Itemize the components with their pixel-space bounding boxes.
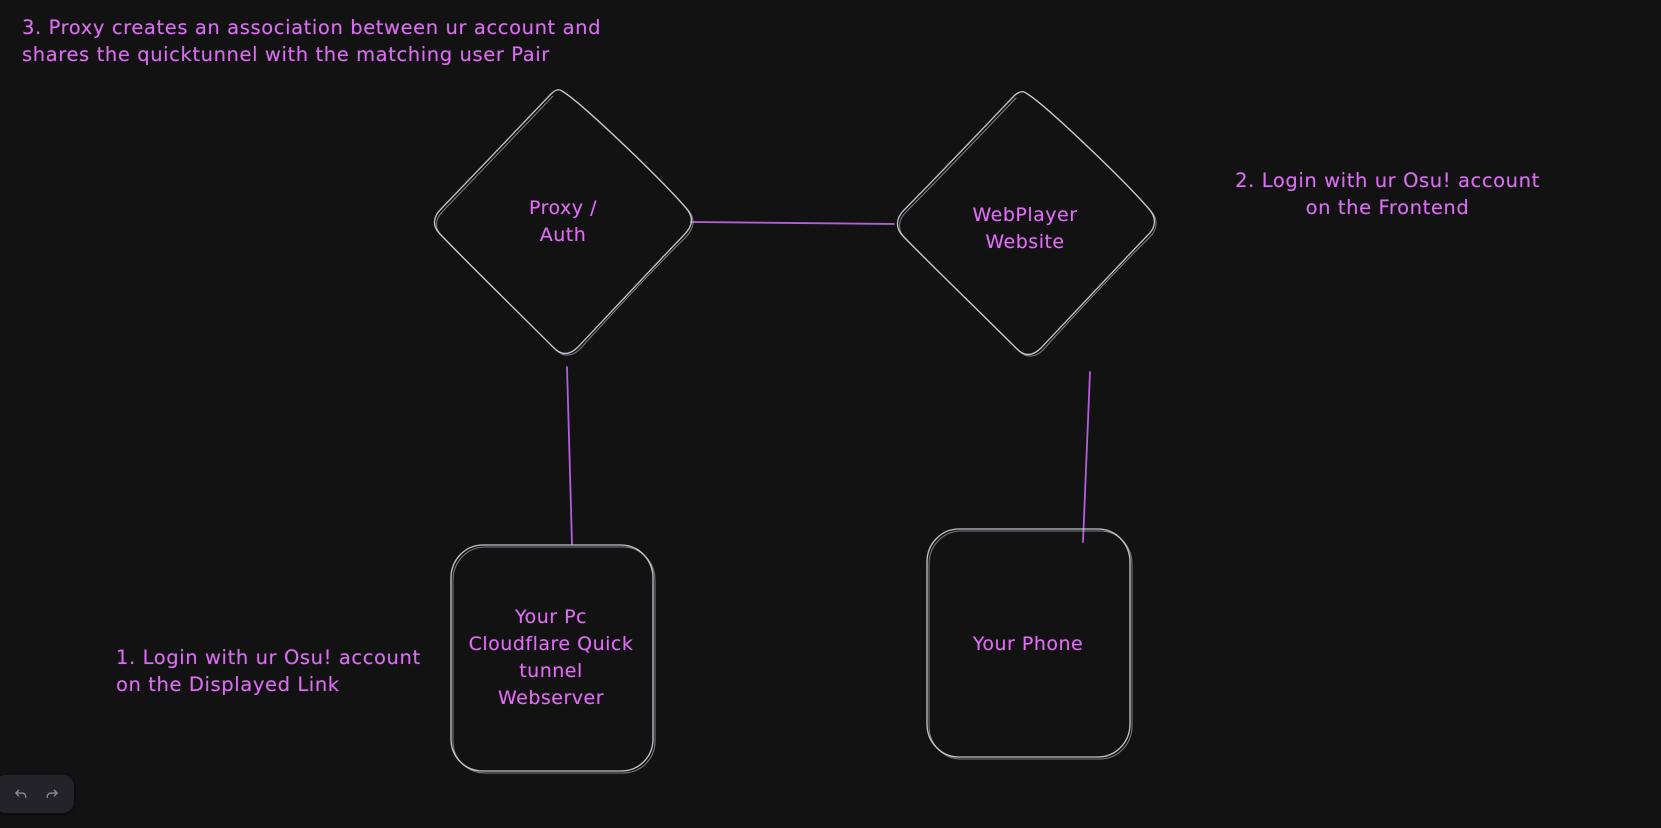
shape-label-your-pc[interactable]: Your Pc Cloudflare Quick tunnel Webserve… [468,606,634,709]
undo-arrow-icon [13,786,30,803]
annotation-step-2[interactable]: 2. Login with ur Osu! account on the Fro… [1235,169,1540,219]
connector-webplayer-to-phone [1082,371,1091,543]
annotation-step-3[interactable]: 3. Proxy creates an association between … [22,16,602,66]
undo-button[interactable] [8,781,34,807]
redo-button[interactable] [38,781,64,807]
shape-label-proxy-auth[interactable]: Proxy / Auth [529,197,597,246]
redo-arrow-icon [43,786,60,803]
undo-redo-toolbar[interactable] [0,775,74,813]
connector-proxy-to-pc [566,366,573,545]
shape-label-webplayer-website[interactable]: WebPlayer Website [972,204,1078,253]
connector-proxy-to-webplayer [690,221,895,225]
annotation-step-1[interactable]: 1. Login with ur Osu! account on the Dis… [116,646,421,696]
shape-label-your-phone[interactable]: Your Phone [972,633,1084,655]
